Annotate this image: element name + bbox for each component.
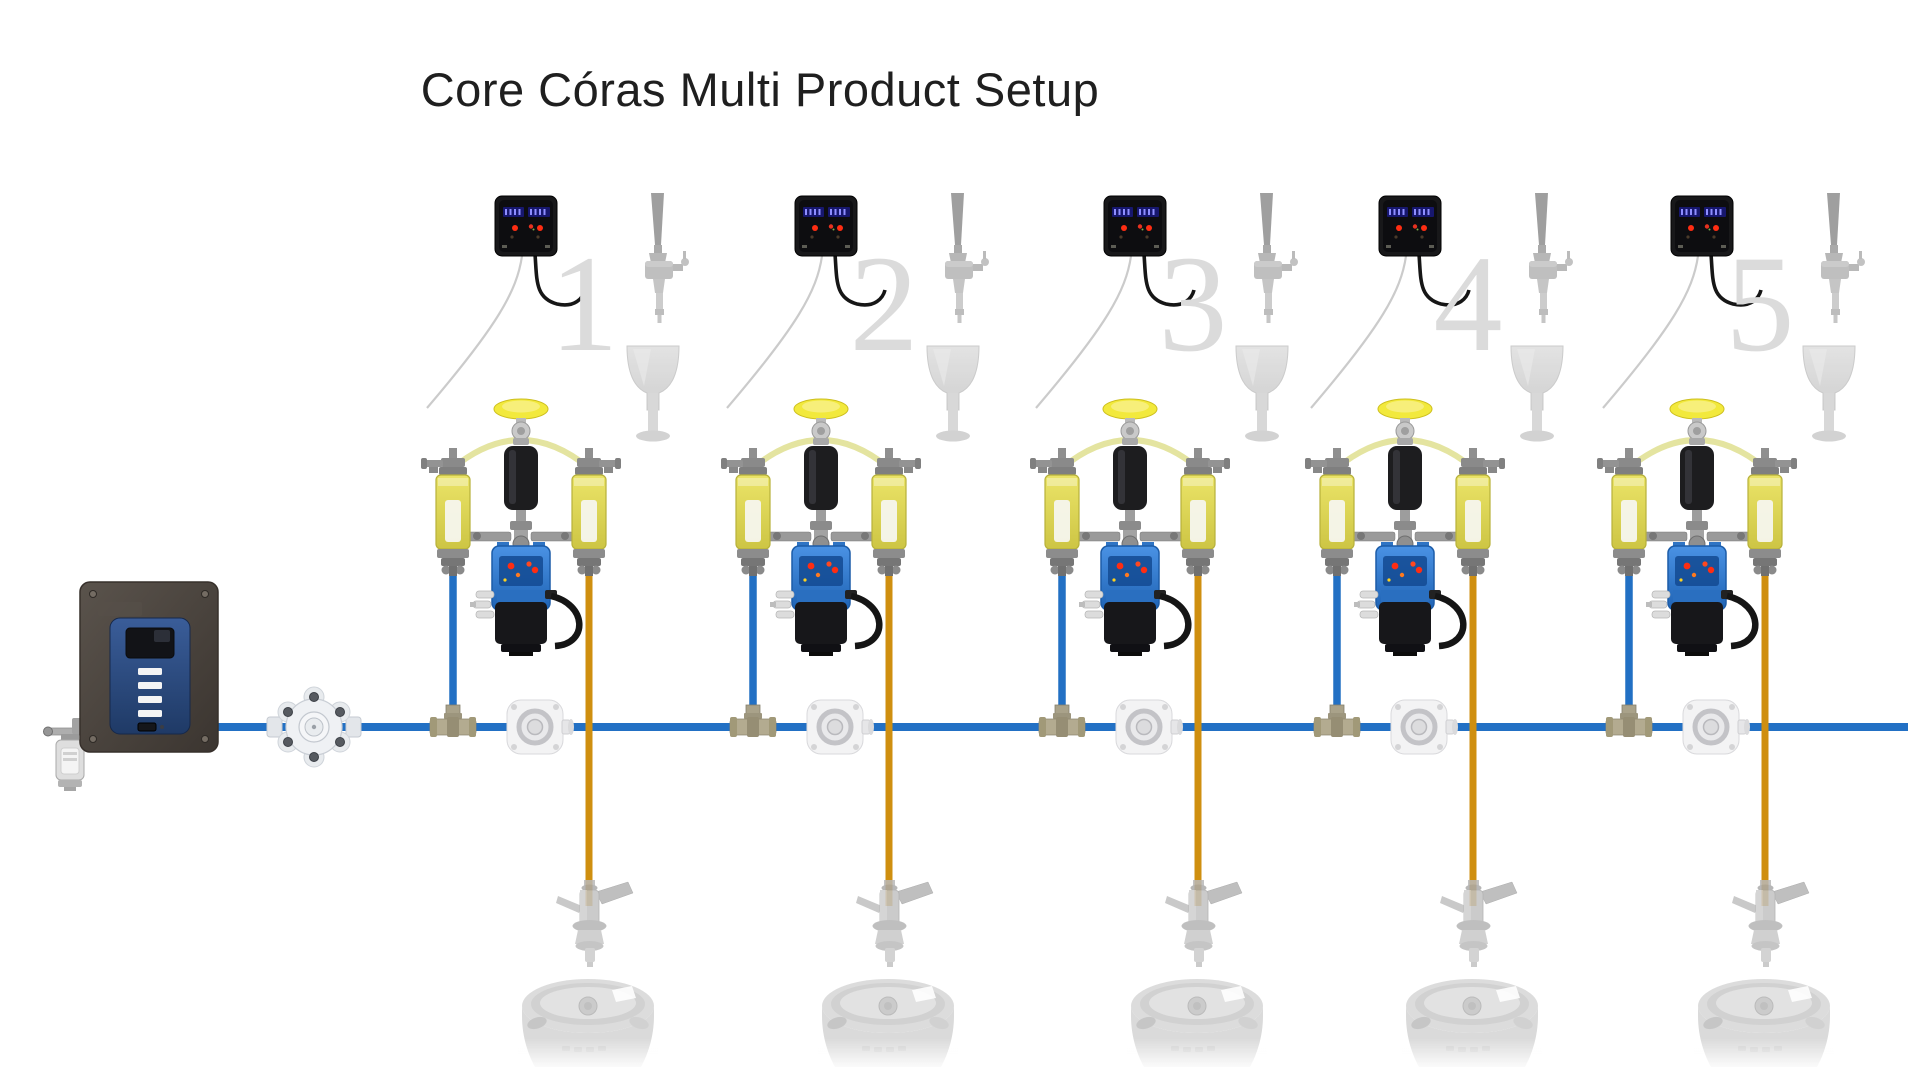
keg-coupler-faded (855, 879, 934, 968)
flow-meter (1116, 700, 1183, 754)
keg-faded (1401, 978, 1543, 1071)
station-5: 5 (1597, 193, 1865, 1071)
beer-glass-faded (1235, 345, 1289, 442)
flow-meter (507, 700, 574, 754)
station-4: 4 (1305, 193, 1573, 1071)
station-number: 2 (850, 227, 919, 380)
tee-fitting (1605, 704, 1653, 738)
beer-glass-faded (626, 345, 680, 442)
station-2: 2 (721, 193, 989, 1071)
tee-fitting (1038, 704, 1086, 738)
station-number: 3 (1159, 227, 1228, 380)
tee-fitting (1313, 704, 1361, 738)
keg-faded (817, 978, 959, 1071)
beer-tap-faded (1529, 193, 1573, 323)
beer-glass-faded (926, 345, 980, 442)
flow-meter (1683, 700, 1750, 754)
station-3: 3 (1030, 193, 1298, 1071)
keg-coupler-faded (1439, 879, 1518, 968)
beer-tap-faded (645, 193, 689, 323)
flow-meter (1391, 700, 1458, 754)
flow-meter (807, 700, 874, 754)
keg-coupler-faded (1164, 879, 1243, 968)
station-1: 1 (421, 193, 689, 1071)
tee-fitting (729, 704, 777, 738)
control-box (79, 581, 219, 753)
beer-glass-faded (1802, 345, 1856, 442)
station-number: 4 (1434, 227, 1503, 380)
tee-fitting (429, 704, 477, 738)
station-number: 5 (1726, 227, 1795, 380)
keg-faded (517, 978, 659, 1071)
beer-glass-faded (1510, 345, 1564, 442)
beer-tap-faded (1821, 193, 1865, 323)
inline-filter (43, 717, 85, 792)
manifold-pump-head (266, 686, 362, 768)
keg-faded (1126, 978, 1268, 1071)
beer-tap-faded (945, 193, 989, 323)
keg-coupler-faded (1731, 879, 1810, 968)
beer-tap-faded (1254, 193, 1298, 323)
keg-faded (1693, 978, 1835, 1071)
supply-unit (43, 581, 362, 792)
diagram-title: Core Córas Multi Product Setup (420, 63, 1100, 116)
station-number: 1 (550, 227, 619, 380)
keg-coupler-faded (555, 879, 634, 968)
